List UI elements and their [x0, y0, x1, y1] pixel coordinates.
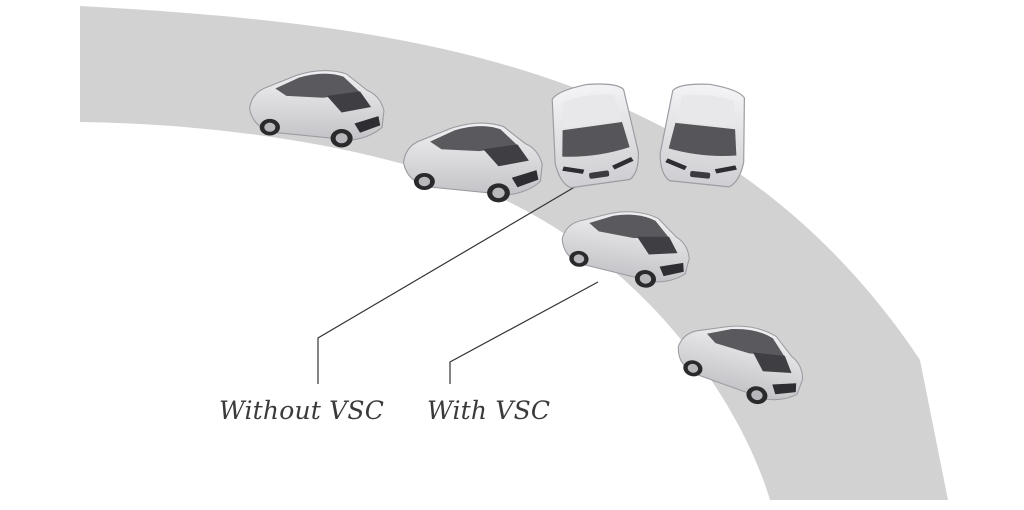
car-spun-out — [656, 79, 753, 189]
car-without-vsc — [544, 78, 643, 190]
without-vsc-label: Without VSC — [219, 396, 385, 425]
curved-road — [80, 6, 948, 500]
with-vsc-label: With VSC — [427, 396, 551, 425]
without-vsc-leader-line — [317, 177, 591, 384]
with-vsc-leader-line — [449, 281, 599, 384]
